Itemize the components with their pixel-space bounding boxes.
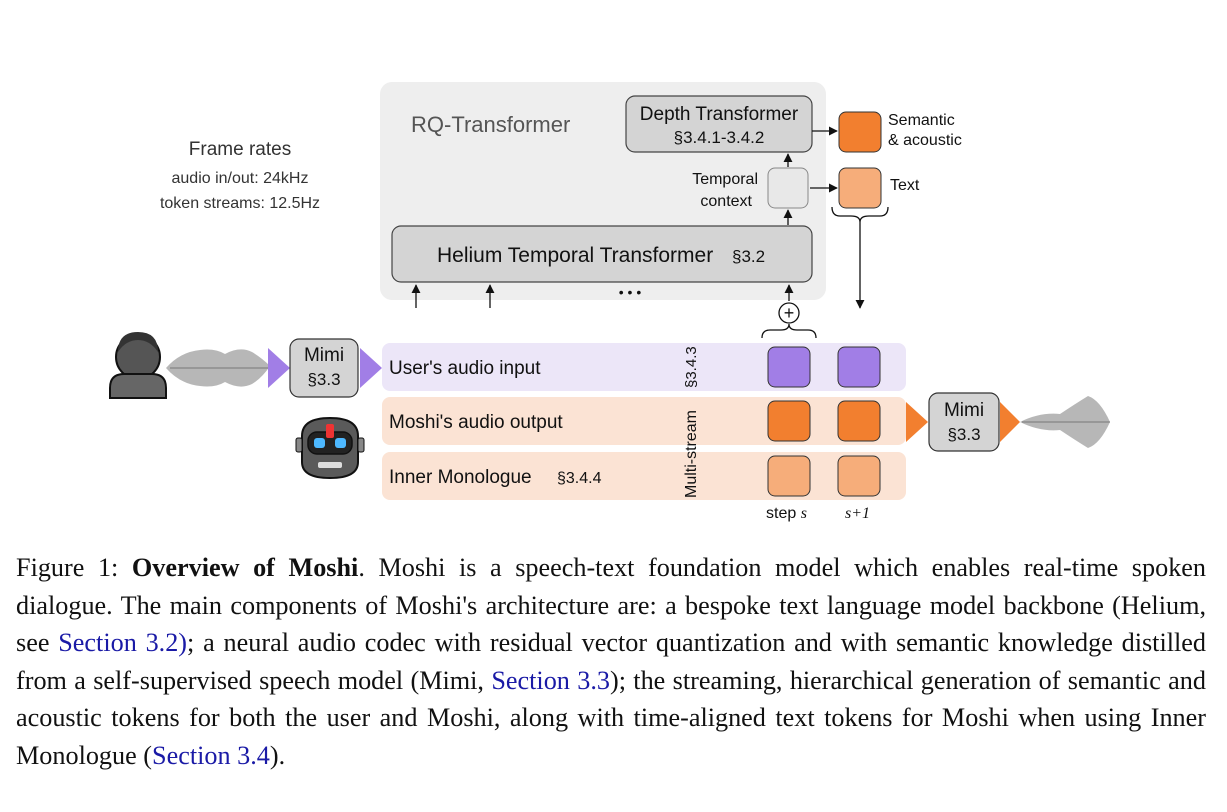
depth-transformer-section: §3.4.1-3.4.2 [674, 128, 765, 147]
output-waveform [1020, 396, 1110, 448]
moshi-token-step-s [767, 400, 811, 442]
caption-label: Figure 1: [16, 553, 119, 582]
user-token-step-s [767, 346, 811, 388]
temporal-context-box [767, 167, 809, 209]
robot-icon [295, 416, 365, 480]
caption-text-3: ); the streaming, hierarchical generatio… [16, 665, 1206, 770]
helium-transformer-title: Helium Temporal Transformer [437, 244, 713, 267]
semantic-label-line2: & acoustic [888, 132, 962, 149]
ellipsis-dots: • • • [619, 284, 642, 300]
mimi-decoder-title: Mimi [944, 400, 984, 421]
caption-title: Overview of Moshi [131, 553, 359, 582]
inner-monologue-section: §3.4.4 [557, 470, 602, 487]
mimi-to-stream-arrow [360, 348, 382, 388]
helium-transformer-section: §3.2 [732, 247, 765, 266]
mimi-encoder-block [289, 338, 359, 398]
caption-text-4: ). [269, 740, 286, 770]
step-label: step s [766, 505, 807, 522]
frame-rate-tokens: token streams: 12.5Hz [160, 195, 320, 212]
semantic-label-line1: Semantic [888, 112, 955, 129]
section-3-2-link[interactable]: Section 3.2) [58, 628, 188, 658]
stream-to-mimi-arrow [906, 402, 928, 442]
input-waveform [166, 349, 270, 387]
mimi-decoder-block [928, 392, 1000, 452]
input-arrow-shape [268, 348, 290, 388]
caption-text-2: ; a neural audio codec with residual vec… [16, 628, 1206, 695]
section-3-3-link[interactable]: Section 3.3 [491, 665, 610, 695]
step-word: step [766, 505, 796, 522]
multistream-section: §3.4.3 [683, 346, 700, 388]
rq-transformer-label: RQ-Transformer [411, 112, 570, 137]
frame-rate-audio: audio in/out: 24kHz [172, 170, 309, 187]
sum-plus-sign: + [784, 303, 795, 323]
user-audio-label: User's audio input [389, 358, 541, 379]
mimi-decoder-section: §3.3 [947, 425, 980, 444]
text-token-step-s1 [837, 455, 881, 497]
section-3-4-link[interactable]: Section 3.4 [152, 740, 270, 770]
output-arrow-shape [1000, 402, 1020, 442]
text-output-label: Text [890, 177, 920, 194]
step-var: s [801, 505, 807, 522]
frame-rates-title: Frame rates [189, 139, 291, 160]
depth-transformer-block [625, 95, 813, 153]
moshi-token-step-s1 [837, 400, 881, 442]
multistream-label: Multi-stream [683, 410, 700, 498]
caption-text-1: . Moshi is a speech-text foundation mode… [16, 553, 1207, 658]
text-token-output [838, 167, 882, 209]
helium-transformer-block [391, 225, 813, 283]
inner-monologue-label: Inner Monologue [389, 467, 532, 488]
moshi-audio-label: Moshi's audio output [389, 412, 563, 433]
temporal-context-line1: Temporal [692, 171, 758, 188]
mimi-encoder-title: Mimi [304, 345, 344, 366]
sum-icon [778, 302, 800, 324]
user-icon [109, 332, 167, 399]
moshi-architecture-diagram: Frame rates audio in/out: 24kHz token st… [109, 82, 1110, 522]
temporal-context-line2: context [700, 193, 752, 210]
text-feedback-bracket [831, 206, 889, 223]
sum-bracket [761, 323, 817, 339]
mimi-encoder-section: §3.3 [307, 370, 340, 389]
figure-caption: Figure 1: Overview of Moshi. Moshi is a … [16, 549, 1206, 775]
step-next-label: s+1 [845, 505, 870, 522]
semantic-acoustic-token [838, 111, 882, 153]
user-token-step-s1 [837, 346, 881, 388]
frame-rates-note: Frame rates audio in/out: 24kHz token st… [160, 139, 320, 212]
depth-transformer-title: Depth Transformer [640, 104, 799, 125]
text-token-step-s [767, 455, 811, 497]
